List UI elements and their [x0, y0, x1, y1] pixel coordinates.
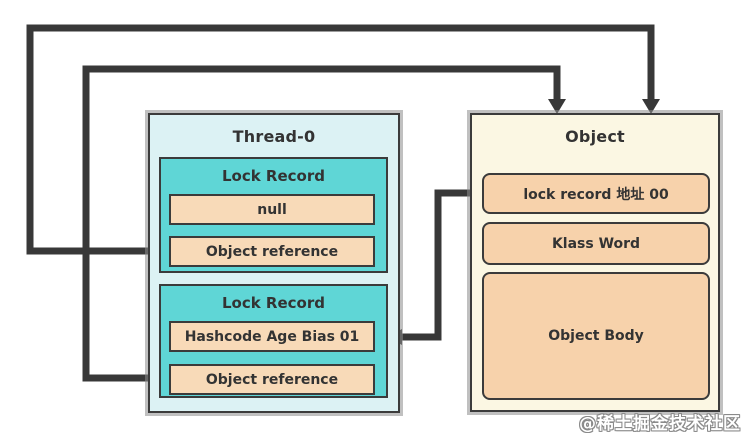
arrow-objectref1-to-object — [26, 24, 660, 255]
object-box: Object lock record 地址 00 Klass Word Obje… — [470, 113, 720, 412]
lock-record-1-slot-object-reference: Object reference — [169, 236, 375, 267]
lock-record-1-title: Lock Record — [221, 167, 325, 185]
watermark: @稀土掘金技术社区 — [579, 414, 741, 434]
object-slot-object-body: Object Body — [482, 272, 710, 400]
object-slot-klass-word: Klass Word — [482, 222, 710, 265]
object-slot-lock-record-address: lock record 地址 00 — [482, 173, 710, 214]
arrow-objectref2-to-object — [82, 65, 566, 382]
arrowhead-down-right — [642, 99, 660, 114]
lock-record-1: Lock Record null Object reference — [159, 157, 388, 273]
lock-record-2: Lock Record Hashcode Age Bias 01 Object … — [159, 284, 388, 398]
arrow-lockrecordaddr-to-hashcode — [387, 189, 480, 345]
thread-box: Thread-0 Lock Record null Object referen… — [148, 113, 400, 413]
lock-record-1-slot-null: null — [169, 194, 375, 225]
object-box-title: Object — [565, 127, 625, 146]
arrowhead-down-left — [548, 99, 566, 114]
lock-record-2-title: Lock Record — [221, 294, 325, 312]
lock-record-2-slot-hashcode-age-bias: Hashcode Age Bias 01 — [169, 321, 375, 352]
thread-box-title: Thread-0 — [232, 127, 316, 146]
lock-record-2-slot-object-reference: Object reference — [169, 364, 375, 395]
